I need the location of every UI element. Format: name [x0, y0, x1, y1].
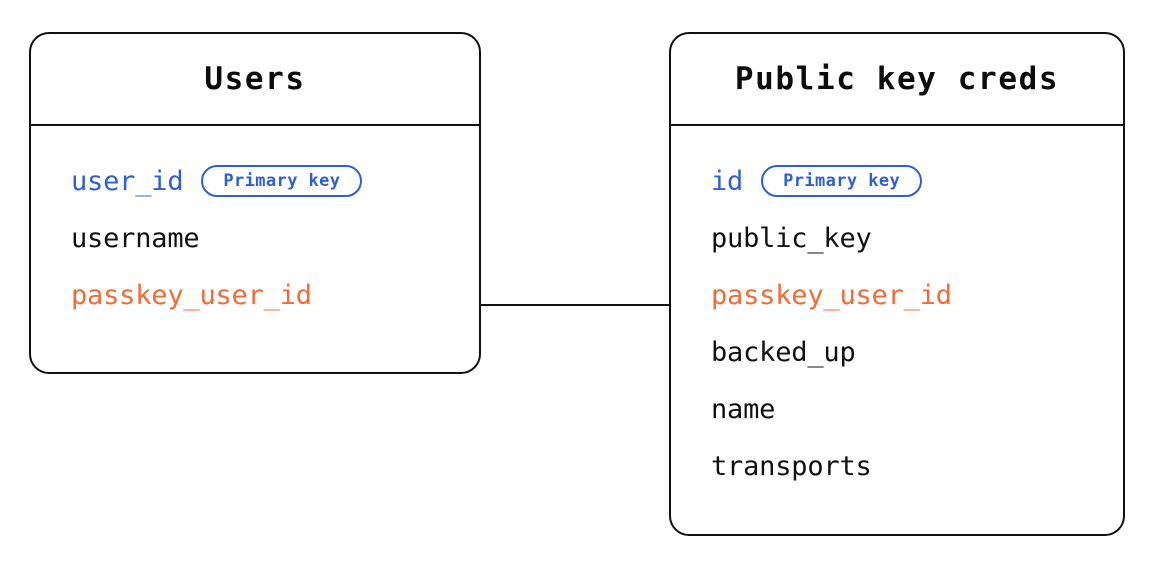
entity-field-list-public-key-creds: id Primary key public_key passkey_user_i… — [671, 126, 1123, 485]
primary-key-badge: Primary key — [201, 165, 363, 197]
entity-title-users: Users — [204, 61, 306, 97]
relationship-connector-line — [479, 304, 671, 307]
field-name-id: id — [711, 165, 744, 197]
field-row-transports[interactable]: transports — [711, 447, 1123, 485]
field-name-passkey-user-id: passkey_user_id — [71, 279, 312, 311]
field-row-public-key[interactable]: public_key — [711, 219, 1123, 257]
entity-header-public-key-creds: Public key creds — [671, 34, 1123, 126]
entity-box-users[interactable]: Users user_id Primary key username passk… — [29, 32, 481, 374]
field-row-user-id[interactable]: user_id Primary key — [71, 162, 479, 200]
field-row-backed-up[interactable]: backed_up — [711, 333, 1123, 371]
field-name-backed-up: backed_up — [711, 336, 856, 368]
field-row-username[interactable]: username — [71, 219, 479, 257]
field-name-name: name — [711, 393, 776, 425]
field-name-public-key: public_key — [711, 222, 872, 254]
field-name-transports: transports — [711, 450, 872, 482]
field-name-user-id: user_id — [71, 165, 184, 197]
field-row-passkey-user-id[interactable]: passkey_user_id — [711, 276, 1123, 314]
primary-key-badge: Primary key — [761, 165, 923, 197]
field-row-id[interactable]: id Primary key — [711, 162, 1123, 200]
field-name-passkey-user-id: passkey_user_id — [711, 279, 952, 311]
entity-header-users: Users — [31, 34, 479, 126]
entity-title-public-key-creds: Public key creds — [734, 61, 1060, 97]
entity-box-public-key-creds[interactable]: Public key creds id Primary key public_k… — [669, 32, 1125, 536]
field-name-username: username — [71, 222, 200, 254]
entity-field-list-users: user_id Primary key username passkey_use… — [31, 126, 479, 314]
field-row-passkey-user-id[interactable]: passkey_user_id — [71, 276, 479, 314]
field-row-name[interactable]: name — [711, 390, 1123, 428]
